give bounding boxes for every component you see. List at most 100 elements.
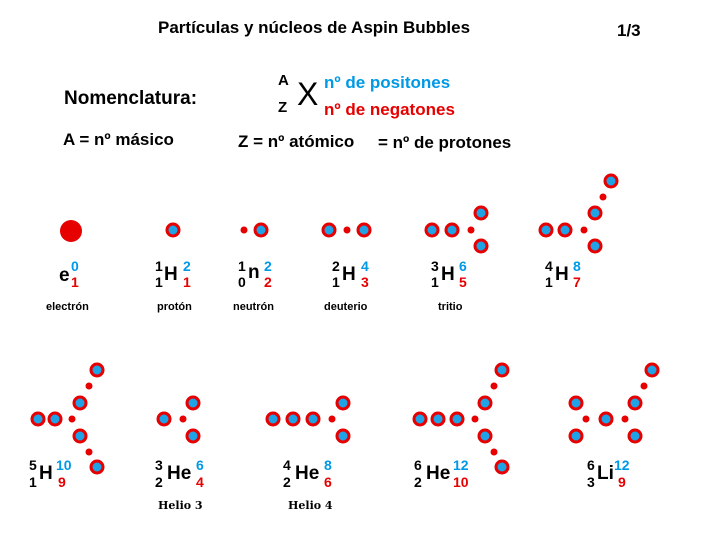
deuterium-node bbox=[321, 222, 337, 238]
neutron-node bbox=[253, 222, 269, 238]
hydrogen-5-node bbox=[30, 411, 46, 427]
helium-6-node bbox=[477, 395, 493, 411]
helium-6-node bbox=[477, 428, 493, 444]
positon-count: 6 bbox=[196, 457, 204, 473]
proton-node bbox=[165, 222, 181, 238]
hydrogen-5-node bbox=[89, 459, 105, 475]
lithium-6-node bbox=[627, 395, 643, 411]
tritium-diagram bbox=[424, 205, 489, 254]
helium-4-node bbox=[305, 411, 321, 427]
atomic-number: 2 bbox=[414, 474, 422, 490]
hydrogen-5-diagram bbox=[30, 362, 105, 475]
hydrogen-5-node bbox=[72, 395, 88, 411]
link-dot bbox=[640, 382, 648, 390]
link-dot bbox=[621, 415, 629, 423]
link-dot bbox=[328, 415, 336, 423]
positon-count: 6 bbox=[459, 258, 467, 274]
positon-count: 12 bbox=[614, 457, 630, 473]
negaton-count: 1 bbox=[71, 274, 79, 290]
hydrogen-4-node bbox=[538, 222, 554, 238]
negaton-count: 2 bbox=[264, 274, 272, 290]
helium-6-node bbox=[430, 411, 446, 427]
helium-6-diagram bbox=[412, 362, 510, 475]
link-dot bbox=[471, 415, 479, 423]
tritium-node bbox=[424, 222, 440, 238]
mass-number: 4 bbox=[545, 258, 553, 274]
negaton-count: 10 bbox=[453, 474, 469, 490]
link-dot bbox=[85, 382, 93, 390]
element-symbol: He bbox=[167, 463, 192, 484]
nomenclature-label: Nomenclatura: bbox=[64, 88, 198, 109]
element-symbol: X bbox=[297, 76, 319, 112]
negaton-count: 9 bbox=[618, 474, 626, 490]
atomic-number: 1 bbox=[545, 274, 553, 290]
helium-3-node bbox=[185, 395, 201, 411]
atomic-number-symbol: Z bbox=[278, 99, 288, 116]
helium-4-node bbox=[335, 395, 351, 411]
lithium-6-node bbox=[644, 362, 660, 378]
hydrogen-5-node bbox=[89, 362, 105, 378]
positon-count: 4 bbox=[361, 258, 369, 274]
mass-number: 5 bbox=[29, 457, 37, 473]
electron-dot bbox=[60, 220, 82, 242]
deuterium-node bbox=[356, 222, 372, 238]
lithium-6-node bbox=[568, 428, 584, 444]
element-symbol: H bbox=[164, 264, 178, 285]
positon-count: 0 bbox=[71, 258, 79, 274]
particle-caption: tritio bbox=[438, 301, 463, 313]
particle-caption: deuterio bbox=[324, 301, 368, 313]
negaton-count: 1 bbox=[183, 274, 191, 290]
hydrogen-5-node bbox=[72, 428, 88, 444]
atomic-number: 1 bbox=[332, 274, 340, 290]
helium-4-node bbox=[265, 411, 281, 427]
hydrogen-4-node bbox=[557, 222, 573, 238]
particle-caption: neutrón bbox=[233, 301, 274, 313]
negaton-count: 6 bbox=[324, 474, 332, 490]
mass-number: 6 bbox=[414, 457, 422, 473]
link-dot bbox=[179, 415, 187, 423]
link-dot bbox=[85, 448, 93, 456]
mass-number: 3 bbox=[431, 258, 439, 274]
helium-6-node bbox=[494, 362, 510, 378]
lithium-6-node bbox=[568, 395, 584, 411]
atomic-number: 2 bbox=[283, 474, 291, 490]
positon-count: 10 bbox=[56, 457, 72, 473]
element-symbol: He bbox=[426, 463, 451, 484]
element-symbol: He bbox=[295, 463, 320, 484]
negaton-count: 9 bbox=[58, 474, 66, 490]
hydrogen-4-node bbox=[587, 238, 603, 254]
atomic-number: 1 bbox=[29, 474, 37, 490]
atomic-number: 2 bbox=[155, 474, 163, 490]
positon-count: 8 bbox=[573, 258, 581, 274]
helium-3-diagram bbox=[156, 395, 201, 444]
element-symbol: n bbox=[248, 262, 260, 283]
positon-count: 12 bbox=[453, 457, 469, 473]
lithium-6-node bbox=[598, 411, 614, 427]
lithium-6-diagram bbox=[568, 362, 660, 444]
negaton-count: 7 bbox=[573, 274, 581, 290]
particle-caption: Helio 4 bbox=[288, 499, 333, 512]
element-symbol: H bbox=[39, 463, 53, 484]
helium-6-node bbox=[412, 411, 428, 427]
link-dot bbox=[582, 415, 590, 423]
hydrogen-4-diagram bbox=[538, 173, 619, 254]
page-number: 1/3 bbox=[617, 21, 641, 40]
positon-count: 8 bbox=[324, 457, 332, 473]
protons-definition: = nº de protones bbox=[378, 133, 512, 152]
tritium-node bbox=[473, 205, 489, 221]
atomic-number: 3 bbox=[587, 474, 595, 490]
link-dot bbox=[490, 448, 498, 456]
particle-caption: protón bbox=[157, 301, 192, 313]
mass-number-symbol: A bbox=[278, 72, 289, 89]
helium-3-node bbox=[185, 428, 201, 444]
negaton-count: 4 bbox=[196, 474, 204, 490]
element-symbol: e bbox=[59, 265, 70, 286]
hydrogen-4-node bbox=[603, 173, 619, 189]
link-dot bbox=[599, 193, 607, 201]
helium-6-node bbox=[449, 411, 465, 427]
atomic-number-definition: Z = nº atómico bbox=[238, 132, 355, 151]
link-dot bbox=[240, 226, 248, 234]
negaton-count: 3 bbox=[361, 274, 369, 290]
mass-number-definition: A = nº másico bbox=[63, 130, 174, 149]
